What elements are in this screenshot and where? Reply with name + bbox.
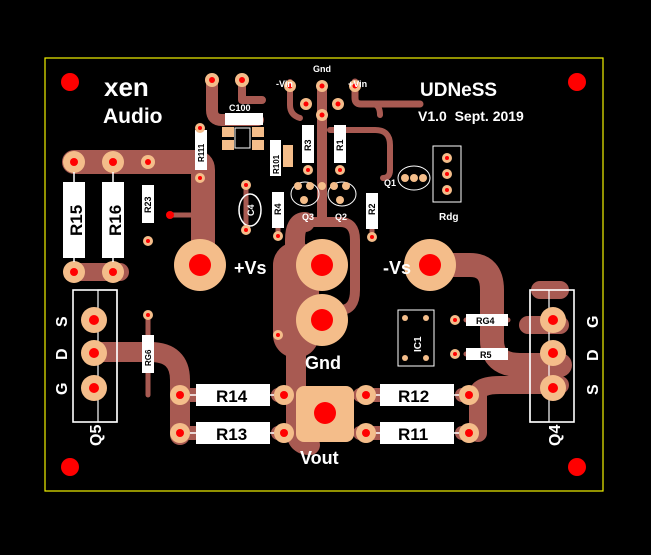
label-r4: R4 xyxy=(273,203,283,215)
small-components xyxy=(141,73,508,373)
label-r2: R2 xyxy=(367,203,377,215)
label-r23: R23 xyxy=(143,196,153,213)
label-q4-pin-s: S xyxy=(585,384,602,395)
label-r16: R16 xyxy=(106,205,125,236)
label-r3: R3 xyxy=(303,139,313,151)
brand-logo: xen xyxy=(104,72,149,102)
label-pos-supply: +Vs xyxy=(234,258,267,278)
label-q5-pin-d: D xyxy=(54,348,71,360)
label-rg6: RG6 xyxy=(144,349,153,366)
version-line: V1.0 Sept. 2019 xyxy=(418,108,524,124)
label-top-pos-in: +Vin xyxy=(348,79,367,89)
label-q5: Q5 xyxy=(88,425,105,446)
label-r14: R14 xyxy=(216,387,248,406)
label-r111: R111 xyxy=(197,143,206,162)
resistor-r16 xyxy=(102,151,124,283)
label-q4: Q4 xyxy=(547,425,564,446)
mosfet-q5-body xyxy=(72,289,118,423)
label-ic1: IC1 xyxy=(413,336,424,352)
label-q2: Q2 xyxy=(335,212,347,222)
label-q5-pin-g: G xyxy=(54,383,71,395)
label-q3: Q3 xyxy=(302,212,314,222)
brand-name: Audio xyxy=(103,105,162,128)
label-q4-pin-g: G xyxy=(585,316,602,328)
label-r13: R13 xyxy=(216,425,247,444)
label-r12: R12 xyxy=(398,387,429,406)
mosfet-q4-body xyxy=(529,289,575,423)
label-r5: R5 xyxy=(480,350,492,360)
label-r1: R1 xyxy=(335,139,345,151)
label-r15: R15 xyxy=(67,205,86,236)
label-q4-pin-d: D xyxy=(585,349,602,361)
label-top-gnd: Gnd xyxy=(313,64,331,74)
label-rg4: RG4 xyxy=(476,316,495,326)
board-outline xyxy=(44,57,604,492)
label-neg-supply: -Vs xyxy=(383,258,411,278)
mounting-holes xyxy=(61,73,586,476)
resistor-bodies-horizontal xyxy=(170,384,479,444)
label-q5-pin-s: S xyxy=(54,316,71,327)
project-name: UDNeSS xyxy=(420,80,497,101)
label-gnd: Gnd xyxy=(305,353,341,373)
label-c4: C4 xyxy=(246,204,256,216)
label-r11: R11 xyxy=(398,425,428,444)
label-vout: Vout xyxy=(300,448,339,468)
terminal-pads xyxy=(174,239,456,442)
resistor-r15 xyxy=(63,151,85,283)
label-r101: R101 xyxy=(272,154,281,174)
label-top-neg-in: -Vin xyxy=(276,79,293,89)
label-c100: C100 xyxy=(229,103,251,113)
label-q1: Q1 xyxy=(384,178,396,188)
label-rdg: Rdg xyxy=(439,212,458,223)
